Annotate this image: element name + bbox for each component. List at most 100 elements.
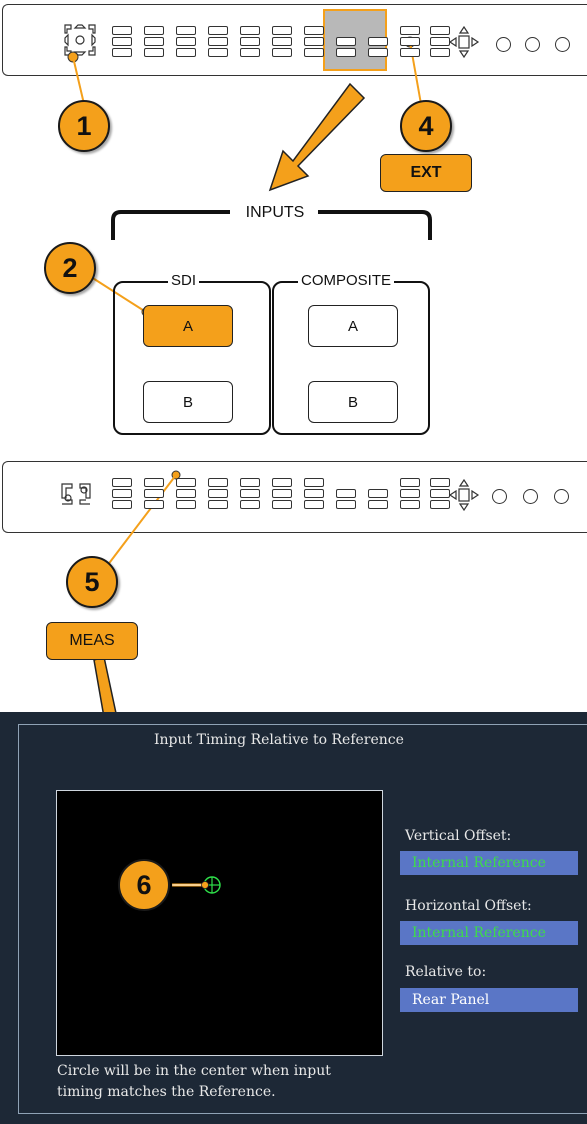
- sdi-group-label: SDI: [168, 273, 200, 289]
- panel-key[interactable]: [112, 489, 132, 498]
- panel-key[interactable]: [208, 48, 228, 57]
- panel-key[interactable]: [176, 48, 196, 57]
- screen-note-line2: timing matches the Reference.: [57, 1084, 276, 1100]
- vertical-offset-field: Internal Reference: [400, 851, 578, 875]
- panel-key[interactable]: [400, 37, 420, 46]
- panel-key[interactable]: [430, 48, 450, 57]
- knob-icon[interactable]: [525, 37, 540, 52]
- callout-5: 5: [66, 556, 118, 608]
- panel-key[interactable]: [430, 489, 450, 498]
- relative-to-label: Relative to:: [405, 964, 487, 980]
- screen-inner-frame: [18, 724, 587, 1114]
- dpad-icon: [64, 24, 96, 56]
- panel-key[interactable]: [240, 500, 260, 509]
- panel-key[interactable]: [368, 489, 388, 498]
- panel-key[interactable]: [240, 478, 260, 487]
- screen-title: Input Timing Relative to Reference: [154, 732, 404, 748]
- panel-key[interactable]: [112, 478, 132, 487]
- panel-key[interactable]: [176, 37, 196, 46]
- panel-key[interactable]: [304, 37, 324, 46]
- composite-a-button[interactable]: A: [308, 305, 398, 347]
- panel-key[interactable]: [240, 37, 260, 46]
- panel-key[interactable]: [304, 500, 324, 509]
- dpad-icon: [61, 483, 91, 505]
- panel-key[interactable]: [144, 26, 164, 35]
- knob-icon[interactable]: [523, 489, 538, 504]
- panel-key[interactable]: [400, 489, 420, 498]
- panel-key[interactable]: [304, 26, 324, 35]
- panel-key[interactable]: [430, 26, 450, 35]
- panel-key[interactable]: [272, 37, 292, 46]
- inputs-title: INPUTS: [245, 204, 305, 221]
- inputs-bracket: [111, 210, 432, 240]
- panel-key[interactable]: [240, 48, 260, 57]
- knob-icon[interactable]: [554, 489, 569, 504]
- panel-key[interactable]: [112, 37, 132, 46]
- panel-key[interactable]: [304, 48, 324, 57]
- panel-key[interactable]: [208, 500, 228, 509]
- composite-group-label: COMPOSITE: [298, 273, 395, 289]
- panel-key[interactable]: [400, 478, 420, 487]
- panel-key[interactable]: [208, 489, 228, 498]
- panel-key[interactable]: [208, 478, 228, 487]
- front-panel-bottom: [2, 461, 587, 533]
- panel-key[interactable]: [368, 500, 388, 509]
- panel-key[interactable]: [208, 37, 228, 46]
- panel-key[interactable]: [336, 500, 356, 509]
- panel-key[interactable]: [112, 26, 132, 35]
- panel-key[interactable]: [272, 489, 292, 498]
- panel-key[interactable]: [272, 500, 292, 509]
- panel-key[interactable]: [272, 26, 292, 35]
- meas-button[interactable]: MEAS: [46, 622, 138, 660]
- panel-key[interactable]: [336, 489, 356, 498]
- knob-icon[interactable]: [492, 489, 507, 504]
- panel-key[interactable]: [176, 478, 196, 487]
- panel-key[interactable]: [304, 489, 324, 498]
- timing-display-screen: Input Timing Relative to Reference 6 Ver…: [0, 712, 587, 1124]
- panel-key[interactable]: [400, 26, 420, 35]
- callout-4: 4: [400, 100, 452, 152]
- panel-key[interactable]: [112, 500, 132, 509]
- panel-key[interactable]: [336, 48, 356, 57]
- panel-key[interactable]: [176, 500, 196, 509]
- panel-key[interactable]: [240, 26, 260, 35]
- leader-lines-bottom: [93, 474, 177, 712]
- horizontal-offset-label: Horizontal Offset:: [405, 898, 532, 914]
- panel-key[interactable]: [368, 48, 388, 57]
- panel-key[interactable]: [144, 489, 164, 498]
- panel-key[interactable]: [144, 48, 164, 57]
- panel-key[interactable]: [176, 489, 196, 498]
- relative-to-field: Rear Panel: [400, 988, 578, 1012]
- front-panel-top-icons: [64, 24, 480, 63]
- panel-key[interactable]: [430, 478, 450, 487]
- panel-key[interactable]: [176, 26, 196, 35]
- panel-key[interactable]: [272, 48, 292, 57]
- composite-b-button[interactable]: B: [308, 381, 398, 423]
- sdi-b-button[interactable]: B: [143, 381, 233, 423]
- callout-2: 2: [44, 242, 96, 294]
- panel-key[interactable]: [144, 500, 164, 509]
- horizontal-offset-field: Internal Reference: [400, 921, 578, 945]
- sdi-a-button[interactable]: A: [143, 305, 233, 347]
- panel-key[interactable]: [400, 48, 420, 57]
- panel-key[interactable]: [304, 478, 324, 487]
- panel-key[interactable]: [112, 48, 132, 57]
- panel-key[interactable]: [208, 26, 228, 35]
- panel-key[interactable]: [240, 489, 260, 498]
- panel-key[interactable]: [336, 37, 356, 46]
- timing-plot-area: [56, 790, 383, 1056]
- panel-key[interactable]: [368, 37, 388, 46]
- panel-key[interactable]: [144, 37, 164, 46]
- crosshair-circle-icon: [172, 876, 221, 894]
- arrow-keys-icon: [448, 478, 480, 512]
- arrow-keys-icon: [448, 25, 480, 59]
- callout-6: 6: [118, 859, 170, 911]
- knob-icon[interactable]: [555, 37, 570, 52]
- panel-key[interactable]: [430, 500, 450, 509]
- ext-button[interactable]: EXT: [380, 154, 472, 192]
- panel-key[interactable]: [400, 500, 420, 509]
- panel-key[interactable]: [430, 37, 450, 46]
- knob-icon[interactable]: [496, 37, 511, 52]
- panel-key[interactable]: [272, 478, 292, 487]
- panel-key[interactable]: [144, 478, 164, 487]
